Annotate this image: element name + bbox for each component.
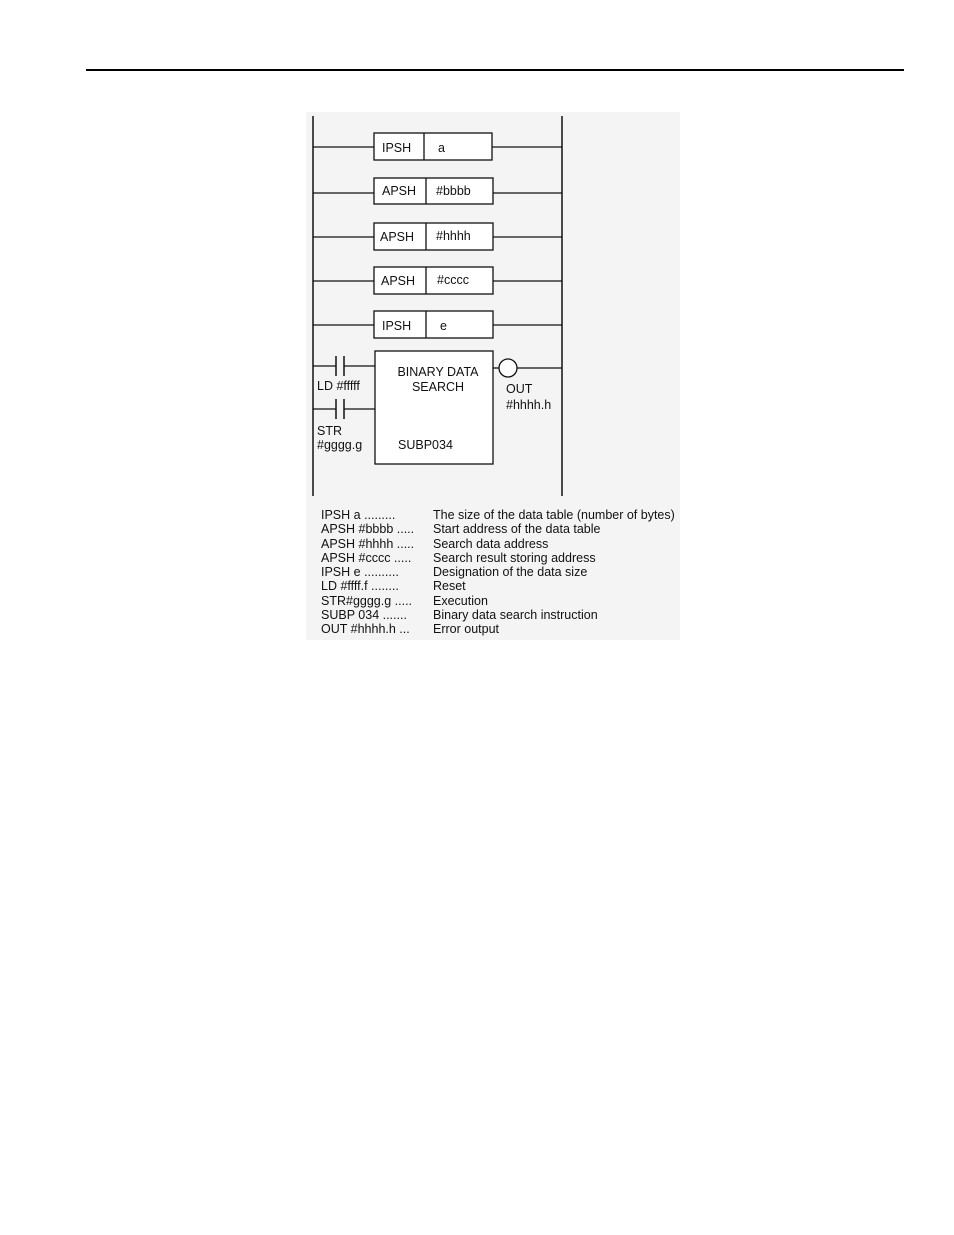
- instruction-op: IPSH: [382, 319, 411, 333]
- legend-description: Reset: [433, 579, 466, 594]
- legend-description: Search result storing address: [433, 550, 596, 565]
- legend-key: IPSH e ..........: [321, 565, 399, 580]
- legend-key: IPSH a .........: [321, 508, 396, 522]
- legend-description: Designation of the data size: [433, 565, 588, 580]
- rung-ipsh-e: IPSH e: [313, 310, 562, 339]
- legend-key: APSH #cccc .....: [321, 550, 412, 565]
- block-title-line1: BINARY DATA: [397, 365, 479, 379]
- legend-key: STR#gggg.g .....: [321, 593, 413, 608]
- output-label-line1: OUT: [506, 382, 533, 396]
- ld-contact-label: LD #fffff: [317, 379, 360, 393]
- header-rule: [86, 69, 904, 71]
- str-contact-label-line1: STR: [317, 424, 342, 438]
- legend-description: Execution: [433, 593, 488, 608]
- instruction-op: APSH: [382, 184, 416, 198]
- legend-key: APSH #bbbb .....: [321, 522, 415, 537]
- rung-apsh-hhhh: APSH #hhhh: [313, 222, 562, 251]
- instruction-arg: #hhhh: [436, 229, 471, 243]
- binary-data-search-block: [374, 350, 494, 465]
- instruction-op: APSH: [381, 274, 415, 288]
- legend-description: Error output: [433, 622, 500, 637]
- instruction-arg: e: [440, 319, 447, 333]
- instruction-box: [373, 132, 493, 161]
- instruction-box: [373, 222, 494, 251]
- instruction-arg: a: [438, 141, 445, 155]
- legend-key: LD #ffff.f ........: [321, 579, 399, 594]
- legend-description: The size of the data table (number of by…: [433, 508, 675, 522]
- rung-apsh-bbbb: APSH #bbbb: [313, 177, 562, 205]
- output-label-line2: #hhhh.h: [506, 398, 551, 412]
- instruction-box: [373, 310, 494, 339]
- rung-apsh-cccc: APSH #cccc: [313, 266, 562, 295]
- instruction-op: IPSH: [382, 141, 411, 155]
- instruction-box: [373, 266, 494, 295]
- instruction-arg: #bbbb: [436, 184, 471, 198]
- instruction-op: APSH: [380, 230, 414, 244]
- legend-key: OUT #hhhh.h ...: [321, 622, 410, 637]
- legend-key: SUBP 034 .......: [321, 608, 407, 623]
- legend-description: Start address of the data table: [433, 522, 601, 537]
- block-code: SUBP034: [398, 438, 453, 452]
- legend-description: Search data address: [433, 536, 549, 551]
- output-coil-icon: [498, 358, 518, 378]
- instruction-arg: #cccc: [437, 273, 469, 287]
- rung-binary-data-search: LD #fffff STR #gggg.g BINARY DATA SEARCH…: [313, 350, 562, 465]
- legend-description: Binary data search instruction: [433, 608, 598, 623]
- legend-key: APSH #hhhh .....: [321, 536, 415, 551]
- instruction-box: [373, 177, 494, 205]
- str-contact-label-line2: #gggg.g: [317, 438, 362, 452]
- rung-ipsh-a: IPSH a: [313, 132, 562, 161]
- block-title-line2: SEARCH: [412, 380, 464, 394]
